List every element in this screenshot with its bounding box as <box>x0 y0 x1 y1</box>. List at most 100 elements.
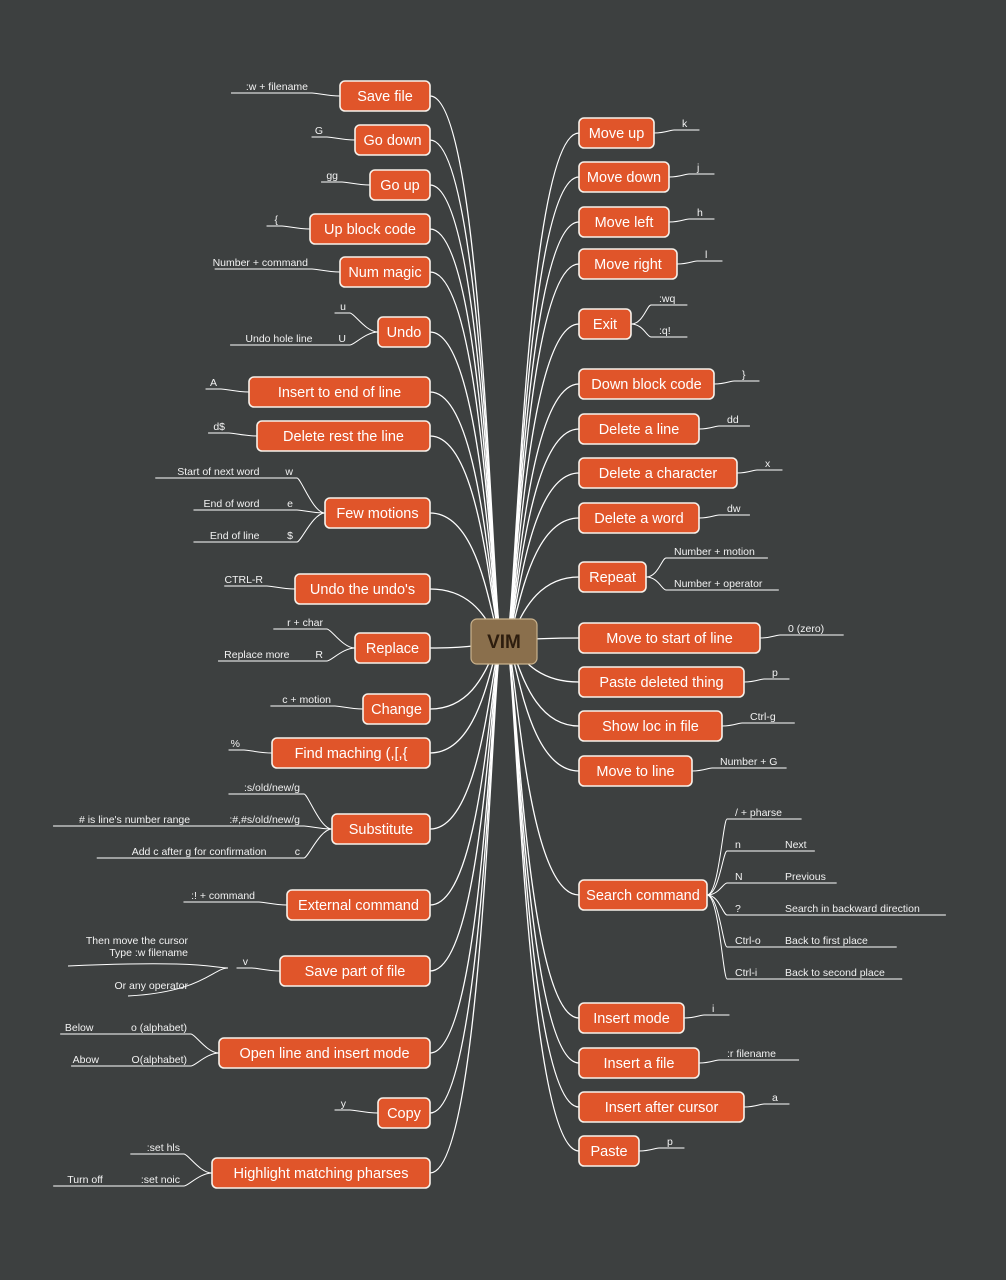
root-node[interactable]: VIM <box>470 618 538 665</box>
topic-save-file[interactable]: Save file <box>339 80 431 112</box>
topic-move-right[interactable]: Move right <box>578 248 678 280</box>
topic-label: Save file <box>357 89 413 105</box>
topic-box[interactable] <box>286 889 431 921</box>
topic-box[interactable] <box>271 737 431 769</box>
leaf-line <box>683 1014 730 1019</box>
topic-box[interactable] <box>578 755 693 787</box>
topic-box[interactable] <box>578 879 708 911</box>
topic-box[interactable] <box>578 117 655 149</box>
topic-move-to-start-of-line[interactable]: Move to start of line <box>578 622 761 654</box>
topic-move-down[interactable]: Move down <box>578 161 670 193</box>
topic-paste-deleted-thing[interactable]: Paste deleted thing <box>578 666 745 698</box>
topic-box[interactable] <box>578 248 678 280</box>
topic-change[interactable]: Change <box>362 693 431 725</box>
leaf-key: ? <box>735 903 741 915</box>
leaf-line <box>208 432 258 437</box>
leaf-note: Type :w filename <box>109 947 188 959</box>
leaf-line <box>698 425 750 430</box>
topic-box[interactable] <box>578 368 715 400</box>
topic-move-up[interactable]: Move up <box>578 117 655 149</box>
leaf-line <box>706 850 815 896</box>
topic-search-command[interactable]: Search command <box>578 879 708 911</box>
topic-box[interactable] <box>354 632 431 664</box>
topic-box[interactable] <box>578 206 670 238</box>
leaf-key: Number + command <box>213 257 309 269</box>
topic-external-command[interactable]: External command <box>286 889 431 921</box>
topic-box[interactable] <box>362 693 431 725</box>
leaf-line <box>67 963 229 969</box>
topic-insert-to-end-of-line[interactable]: Insert to end of line <box>248 376 431 408</box>
topic-exit[interactable]: Exit <box>578 308 632 340</box>
topic-box[interactable] <box>279 955 431 987</box>
topic-box[interactable] <box>578 1091 745 1123</box>
topic-undo-the-undo-s[interactable]: Undo the undo's <box>294 573 431 605</box>
topic-delete-a-line[interactable]: Delete a line <box>578 413 700 445</box>
topic-label: Highlight matching pharses <box>234 1166 409 1182</box>
topic-label: External command <box>298 898 419 914</box>
topic-delete-a-character[interactable]: Delete a character <box>578 457 738 489</box>
topic-box[interactable] <box>294 573 431 605</box>
topic-box[interactable] <box>578 666 745 698</box>
topic-label: Move to line <box>596 764 674 780</box>
topic-box[interactable] <box>578 413 700 445</box>
topic-repeat[interactable]: Repeat <box>578 561 647 593</box>
topic-down-block-code[interactable]: Down block code <box>578 368 715 400</box>
topic-box[interactable] <box>354 124 431 156</box>
topic-paste[interactable]: Paste <box>578 1135 640 1167</box>
leaf-key: :s/old/new/g <box>244 782 300 794</box>
topic-box[interactable] <box>211 1157 431 1189</box>
topic-box[interactable] <box>578 1047 700 1079</box>
topic-box[interactable] <box>578 308 632 340</box>
topic-box[interactable] <box>578 457 738 489</box>
leaf-line <box>96 828 333 859</box>
leaf-key: h <box>697 207 703 219</box>
leaf-line <box>721 722 795 727</box>
topic-move-to-line[interactable]: Move to line <box>578 755 693 787</box>
topic-insert-after-cursor[interactable]: Insert after cursor <box>578 1091 745 1123</box>
topic-replace[interactable]: Replace <box>354 632 431 664</box>
leaf-note: Below <box>65 1022 94 1034</box>
topic-box[interactable] <box>248 376 431 408</box>
topic-box[interactable] <box>331 813 431 845</box>
topic-undo[interactable]: Undo <box>377 316 431 348</box>
topic-go-up[interactable]: Go up <box>369 169 431 201</box>
topic-delete-a-word[interactable]: Delete a word <box>578 502 700 534</box>
topic-box[interactable] <box>339 256 431 288</box>
topic-substitute[interactable]: Substitute <box>331 813 431 845</box>
topic-box[interactable] <box>578 561 647 593</box>
topic-box[interactable] <box>578 1135 640 1167</box>
topic-box[interactable] <box>578 161 670 193</box>
topic-box[interactable] <box>256 420 431 452</box>
topic-move-left[interactable]: Move left <box>578 206 670 238</box>
topic-box[interactable] <box>578 710 723 742</box>
topic-box[interactable] <box>377 1097 431 1129</box>
topic-box[interactable] <box>578 622 761 654</box>
topic-insert-mode[interactable]: Insert mode <box>578 1002 685 1034</box>
topic-go-down[interactable]: Go down <box>354 124 431 156</box>
topic-num-magic[interactable]: Num magic <box>339 256 431 288</box>
topic-insert-a-file[interactable]: Insert a file <box>578 1047 700 1079</box>
leaf-line <box>743 678 790 683</box>
leaf-line <box>698 514 750 519</box>
topic-box[interactable] <box>324 497 431 529</box>
topic-show-loc-in-file[interactable]: Show loc in file <box>578 710 723 742</box>
topic-find-maching[interactable]: Find maching (,[,{ <box>271 737 431 769</box>
topic-up-block-code[interactable]: Up block code <box>309 213 431 245</box>
topic-box[interactable] <box>339 80 431 112</box>
leaf-key: } <box>742 369 746 381</box>
topic-delete-rest-the-line[interactable]: Delete rest the line <box>256 420 431 452</box>
topic-few-motions[interactable]: Few motions <box>324 497 431 529</box>
topic-box[interactable] <box>309 213 431 245</box>
topic-open-line-and-insert-mode[interactable]: Open line and insert mode <box>218 1037 431 1069</box>
topic-box[interactable] <box>218 1037 431 1069</box>
topic-box[interactable] <box>578 502 700 534</box>
leaf-key: x <box>765 458 771 470</box>
topic-copy[interactable]: Copy <box>377 1097 431 1129</box>
leaf-note: Back to second place <box>785 967 885 979</box>
topic-label: Undo the undo's <box>310 582 415 598</box>
topic-save-part-of-file[interactable]: Save part of file <box>279 955 431 987</box>
topic-box[interactable] <box>578 1002 685 1034</box>
topic-box[interactable] <box>369 169 431 201</box>
topic-highlight-matching-pharses[interactable]: Highlight matching pharses <box>211 1157 431 1189</box>
topic-box[interactable] <box>377 316 431 348</box>
